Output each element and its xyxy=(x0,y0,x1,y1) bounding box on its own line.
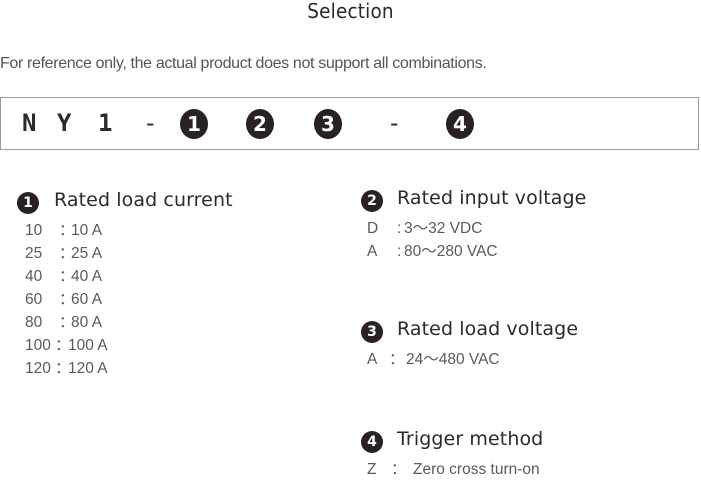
section-heading: 1 Rated load current xyxy=(17,189,233,217)
badge-1-icon: 1 xyxy=(180,109,208,139)
section-rated-load-current: 1 Rated load current 10：10 A 25：25 A 40：… xyxy=(17,189,233,380)
section-rated-input-voltage: 2 Rated input voltage D:3～32 VDC A:80～28… xyxy=(361,187,586,263)
reference-note: For reference only, the actual product d… xyxy=(0,55,487,72)
badge-4-icon: 4 xyxy=(361,431,383,453)
badge-2-icon: 2 xyxy=(246,109,274,139)
badge-1-icon: 1 xyxy=(17,192,39,214)
model-code-box: N Y 1 - 1 2 3 - 4 xyxy=(0,97,699,150)
model-dash-1: - xyxy=(143,109,158,137)
section-rated-load-voltage: 3 Rated load voltage A：24～480 VAC xyxy=(361,318,578,371)
section-title: Trigger method xyxy=(397,428,544,450)
section-title: Rated input voltage xyxy=(397,187,587,209)
badge-2-icon: 2 xyxy=(361,190,383,212)
model-char-1: 1 xyxy=(98,109,113,137)
page-title: Selection xyxy=(307,0,394,23)
section-trigger-method: 4 Trigger method Z：Zero cross turn-on xyxy=(361,428,543,481)
model-char-n: N xyxy=(22,109,37,137)
badge-3-icon: 3 xyxy=(361,321,383,343)
badge-4-icon: 4 xyxy=(446,109,474,139)
section-heading: 3 Rated load voltage xyxy=(361,318,578,346)
model-dash-2: - xyxy=(387,109,402,137)
section-heading: 2 Rated input voltage xyxy=(361,187,586,215)
model-char-y: Y xyxy=(57,109,72,137)
section-title: Rated load voltage xyxy=(397,318,579,340)
section-title: Rated load current xyxy=(54,189,233,211)
badge-3-icon: 3 xyxy=(314,109,342,139)
section-heading: 4 Trigger method xyxy=(361,428,543,456)
